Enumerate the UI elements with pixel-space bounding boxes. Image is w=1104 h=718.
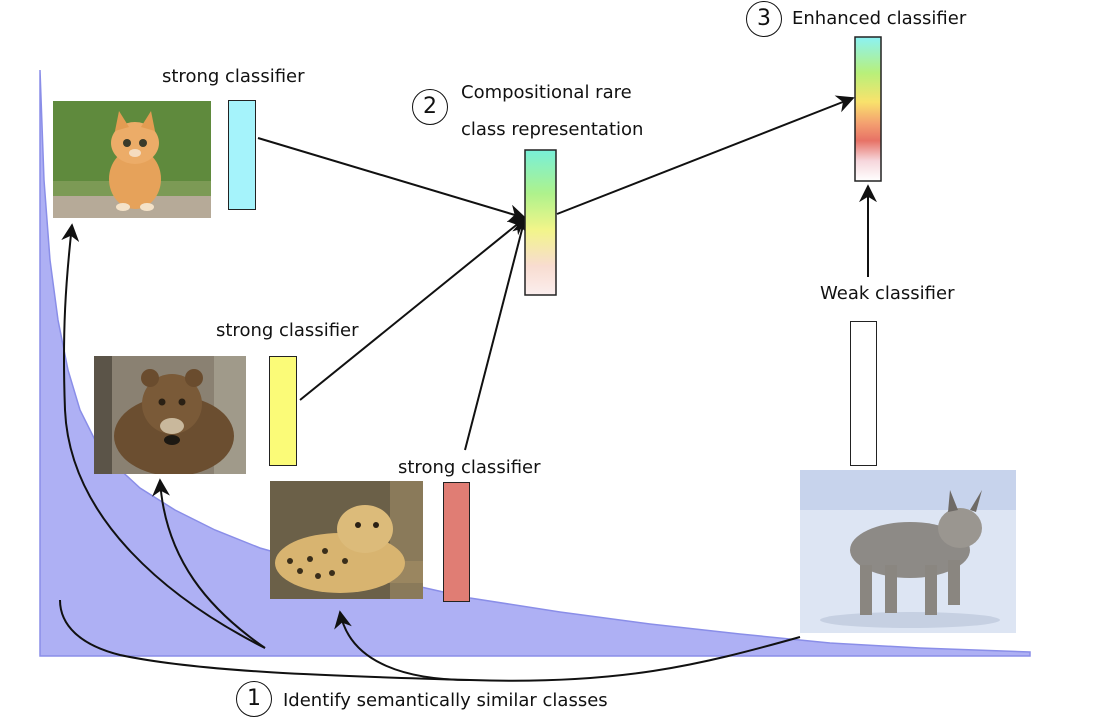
cheetah-image xyxy=(270,481,423,599)
similarity-arrow-kitten xyxy=(61,223,266,649)
step-1-badge: 1 xyxy=(236,681,272,717)
compositional-label-line2: class representation xyxy=(461,119,644,140)
arrow-lioness-to-composition xyxy=(299,216,527,401)
compositional-bar xyxy=(524,149,557,296)
base-curve xyxy=(59,599,801,682)
weak-classifier-label: Weak classifier xyxy=(820,283,955,304)
step-2-badge: 2 xyxy=(412,89,448,125)
enhanced-classifier-label: Enhanced classifier xyxy=(792,8,967,29)
arrow-kitten-to-composition xyxy=(257,137,527,222)
similarity-arrow-lioness xyxy=(152,478,266,649)
lioness-image xyxy=(94,356,246,474)
kitten-classifier-bar xyxy=(228,100,256,210)
strong-classifier-label-lioness: strong classifier xyxy=(216,320,359,341)
compositional-label-line1: Compositional rare xyxy=(461,82,632,103)
strong-classifier-label-kitten: strong classifier xyxy=(162,66,305,87)
arrow-cheetah-to-composition xyxy=(464,216,530,451)
strong-classifier-label-cheetah: strong classifier xyxy=(398,457,541,478)
identify-label: Identify semantically similar classes xyxy=(283,690,608,711)
arrow-composition-to-enhanced xyxy=(556,95,855,215)
kitten-image xyxy=(53,101,211,218)
enhanced-bar xyxy=(854,36,882,182)
cheetah-classifier-bar xyxy=(443,482,470,602)
step-3-badge: 3 xyxy=(746,1,782,37)
weak-classifier-bar xyxy=(850,321,877,466)
lynx-image xyxy=(800,470,1016,633)
lioness-classifier-bar xyxy=(269,356,297,466)
